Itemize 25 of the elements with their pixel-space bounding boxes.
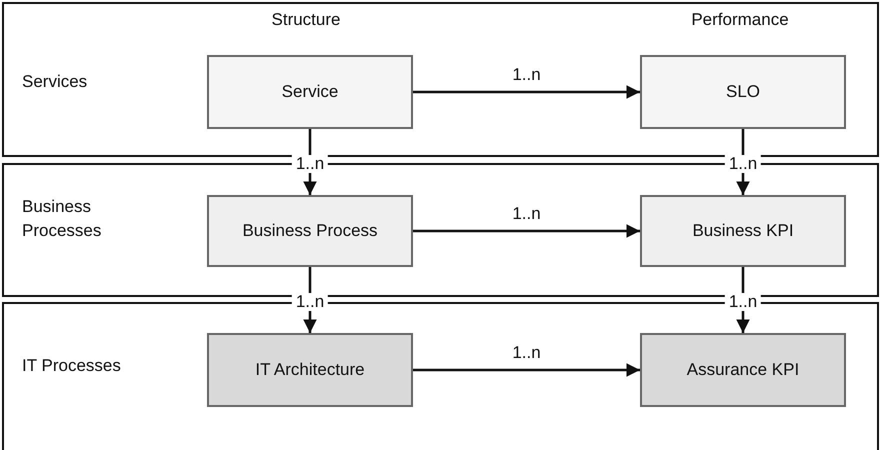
process-box [207,55,413,129]
process-box [207,333,413,407]
edge-label: 1..n [724,155,762,173]
process-box [640,333,846,407]
process-box [640,195,846,267]
box-label: Business KPI [692,221,794,241]
process-box [207,195,413,267]
process-box [640,55,846,129]
lane-heading: Business Processes [22,196,102,242]
box-label: Assurance KPI [686,360,800,380]
lane-heading: Services [22,71,88,93]
arrow [413,85,640,99]
box-label: IT Architecture [255,360,365,380]
lane-heading: IT Processes [22,355,122,377]
box-label: SLO [726,82,760,102]
swimlane-band [2,2,879,157]
edge-label: 1..n [292,155,328,173]
edge-label: 1..n [724,293,762,311]
arrow [413,363,640,377]
arrow [413,224,640,238]
column-heading: Performance [691,10,789,30]
box-label: Business Process [242,221,378,241]
column-heading: Structure [272,10,340,30]
edge-label: 1..n [292,293,328,311]
box-label: Service [282,82,338,102]
